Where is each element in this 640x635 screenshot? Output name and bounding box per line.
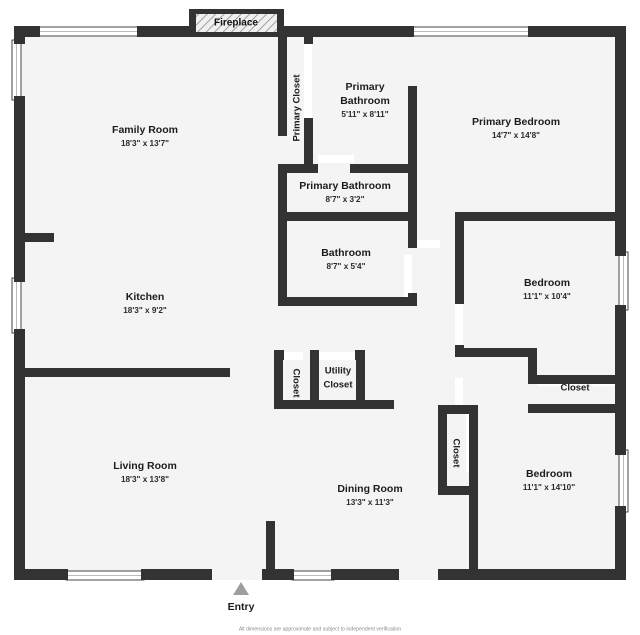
wall-center-closet-top [438,405,478,414]
room-label-primary-bathroom-upper-line1: Primary [345,81,384,93]
room-labels-group: Family Room 18'3" x 13'7" Kitchen 18'3" … [112,81,575,507]
wall-kitchen-living [14,368,230,377]
window-left-upper [11,39,22,101]
wall-bottom-c [206,569,212,580]
windows-group [11,26,629,581]
wall-primary-closet-right-b [304,118,313,173]
wall-hall-door-jamb-top [408,238,417,248]
room-label-bathroom: Bathroom [321,247,371,259]
closet-label-bedroom-closet-mid: Closet [450,438,461,468]
wall-right-closet-bottom [528,404,626,413]
entry-group: Entry [228,582,255,613]
room-dims-kitchen: 18'3" x 9'2" [123,306,167,315]
closet-label-primary-closet: Primary Closet [292,74,303,142]
window-left-mid [11,277,22,334]
room-dims-primary-bathroom-upper: 5'11" x 8'11" [341,110,388,119]
room-label-primary-bathroom-upper-line2: Bathroom [340,95,390,107]
wall-pbath-lower-left [278,164,287,216]
wall-mid-closet-left [274,350,283,405]
fireplace-group: Fireplace [196,14,277,32]
entry-arrow-icon [233,582,249,595]
walls-group [14,9,626,580]
wall-bottom-b [141,569,209,580]
room-dims-primary-bedroom: 14'7" x 14'8" [492,131,540,140]
fireplace-hatch [196,14,277,32]
closet-labels-group: Primary Closet Closet Utility Closet Clo… [290,74,590,469]
closet-label-hall-closet: Closet [290,368,301,398]
wall-primary-closet-bottom [278,164,318,173]
wall-bed-upper-top [455,212,623,221]
wall-mid-closet-divider [310,350,319,405]
wall-bed-upper-left [455,212,464,304]
wall-dining-stub [266,521,275,576]
wall-family-right [278,32,287,136]
window-bottom-entry-right [291,570,335,581]
wall-bed-upper-bottom [455,348,535,357]
window-right-lower [618,449,629,513]
room-dims-family-room: 18'3" x 13'7" [121,139,169,148]
wall-mid-closet-right [356,350,365,405]
wall-left-b [14,96,25,282]
wall-top-left [14,26,40,37]
room-label-primary-bedroom: Primary Bedroom [472,116,560,128]
fireplace-label: Fireplace [214,18,258,29]
room-dims-living-room: 18'3" x 13'8" [121,475,169,484]
window-top-family-room [32,26,144,37]
room-label-living-room: Living Room [113,460,177,472]
wall-bottom-f [331,569,399,580]
wall-family-kitchen-stub [14,233,54,242]
wall-right-a [615,26,626,256]
wall-center-closet-left [438,405,447,495]
closet-label-utility-closet-line1: Utility [325,366,352,377]
wall-bottom-a [14,569,68,580]
closet-label-bedroom-closet-right: Closet [560,383,590,394]
wall-right-closet-top [528,375,618,384]
wall-top-right2 [528,26,626,37]
room-dims-bedroom-upper: 11'1" x 10'4" [523,292,571,301]
disclaimer-text: All dimensions are approximate and subje… [239,626,401,632]
entry-label: Entry [228,601,255,613]
wall-left-a [14,26,25,44]
wall-bed-upper-bottom-b [528,348,537,378]
room-dims-primary-bathroom-lower: 8'7" x 3'2" [326,195,365,204]
wall-primary-closet-right-a [304,32,313,44]
wall-bath-left [278,221,287,306]
wall-mid-closet-bottom [274,400,394,409]
room-dims-bathroom: 8'7" x 5'4" [327,262,366,271]
closet-label-utility-closet-line2: Closet [323,380,353,391]
wall-primary-bath-bottom [350,164,416,173]
room-label-bedroom-lower: Bedroom [526,468,572,480]
wall-center-closet-right [469,413,478,493]
wall-bath-right-a [408,221,417,243]
wall-left-c [14,329,25,580]
room-dims-dining-room: 13'3" x 11'3" [346,498,394,507]
room-label-dining-room: Dining Room [337,483,402,495]
room-label-kitchen: Kitchen [126,291,165,303]
wall-right-c [615,506,626,580]
window-right-upper [618,251,629,311]
window-top-primary-bedroom [407,26,534,37]
wall-bottom-e [270,569,294,580]
room-dims-bedroom-lower: 11'1" x 14'10" [523,483,575,492]
wall-top-right1 [287,26,414,37]
wall-pbath-lower-right [408,164,417,216]
wall-center-closet-bottom [438,486,478,495]
room-label-primary-bathroom-lower: Primary Bathroom [299,180,391,192]
wall-right-b [615,305,626,455]
wall-pbath-lower-bottom [278,212,417,221]
window-bottom-living-room [65,570,145,581]
wall-bottom-g [438,569,626,580]
wall-center-closet-stub [469,486,478,574]
room-label-family-room: Family Room [112,124,178,136]
wall-primary-bath-right [408,86,417,173]
wall-bath-bottom [278,297,417,306]
room-label-bedroom-upper: Bedroom [524,277,570,289]
